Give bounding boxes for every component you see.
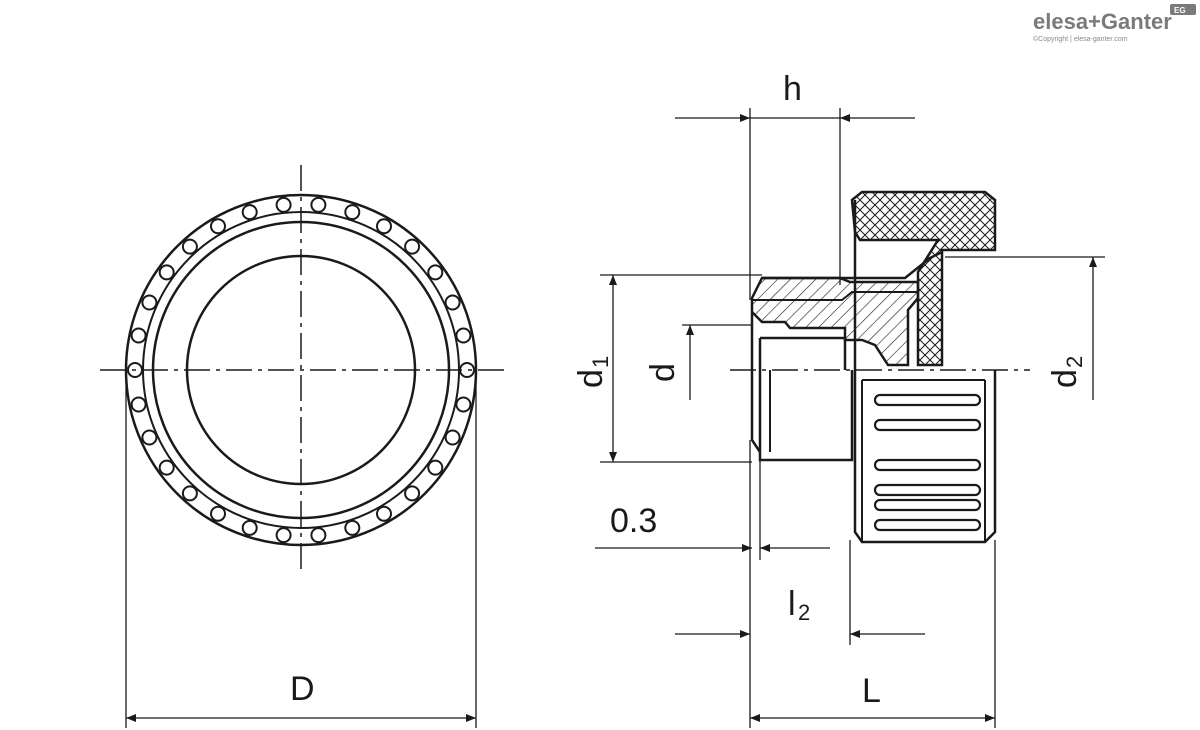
- label-D: D: [290, 670, 315, 708]
- hub-inner-edge: [752, 291, 918, 301]
- knurl-scallop: [455, 327, 472, 344]
- knurl-scallop: [141, 294, 158, 311]
- knurl-scallop: [444, 294, 461, 311]
- knurl-scallop: [427, 459, 444, 476]
- head-flute: [873, 418, 982, 432]
- knurl-scallop: [427, 264, 444, 281]
- insert-outline: [750, 312, 854, 462]
- knurl-scallop: [404, 485, 421, 502]
- knurl-scallop: [275, 196, 292, 213]
- label-gap: 0.3: [610, 502, 657, 540]
- knurl-scallop: [210, 218, 226, 235]
- front-view: [100, 165, 505, 575]
- knurl-scallop: [310, 527, 327, 544]
- dimension-h: [675, 108, 915, 300]
- knurl-scallop: [158, 459, 175, 476]
- knurl-scallops: [127, 196, 475, 544]
- dimension-gap: [595, 460, 830, 560]
- knurl-scallop: [404, 238, 421, 255]
- brand-logo: elesa+Ganter ©Copyright | elesa-ganter.c…: [1033, 4, 1196, 43]
- head-flute: [873, 518, 982, 532]
- head-flute: [873, 458, 982, 472]
- knurl-scallop: [344, 204, 361, 221]
- knurl-scallop: [459, 362, 475, 378]
- dimension-D: [125, 370, 477, 728]
- logo-badge: [1170, 4, 1196, 15]
- label-d1-sub: 1: [588, 356, 613, 368]
- insert-bore-top: [760, 336, 847, 370]
- knurl-scallop: [241, 519, 258, 536]
- label-L: L: [862, 672, 881, 710]
- knurl-scallop: [455, 396, 472, 413]
- knurl-scallop: [376, 505, 392, 522]
- knob-rim-circle: [151, 220, 451, 520]
- dimension-L: [750, 540, 996, 728]
- label-l2-sub: 2: [798, 600, 810, 625]
- hub-top-edge: [762, 250, 943, 280]
- knurl-scallop: [127, 362, 143, 378]
- head-lower-outline: [853, 370, 997, 544]
- bore-circle: [185, 254, 417, 486]
- dimension-d1: [600, 274, 762, 463]
- knurl-scallop: [130, 327, 147, 344]
- label-d1-main: d: [572, 369, 610, 388]
- label-d2: d 2: [1046, 356, 1087, 388]
- logo-copyright-text: ©Copyright | elesa-ganter.com: [1033, 35, 1128, 43]
- knurl-scallop: [310, 196, 327, 213]
- label-d1: d 1: [572, 356, 613, 388]
- head-flute: [873, 498, 982, 512]
- label-l2: l 2: [788, 585, 810, 625]
- label-d: d: [644, 363, 682, 382]
- knurl-scallop: [158, 264, 175, 281]
- logo-brand-text: elesa+Ganter: [1033, 9, 1172, 34]
- head-flute: [873, 393, 982, 407]
- dimension-l2: [675, 440, 925, 728]
- head-flute: [873, 483, 982, 497]
- dimension-d: [682, 324, 752, 400]
- knurl-scallop: [241, 204, 258, 221]
- label-d2-main: d: [1046, 369, 1084, 388]
- label-l2-main: l: [788, 585, 796, 623]
- knurl-scallop: [181, 485, 198, 502]
- knurl-scallop: [210, 505, 226, 522]
- head-flutes: [873, 393, 982, 532]
- head-shell-section: [850, 190, 997, 367]
- label-d2-sub: 2: [1062, 356, 1087, 368]
- dimension-d2: [945, 256, 1105, 400]
- side-view: [730, 190, 1030, 544]
- knurl-scallop: [181, 238, 198, 255]
- knurl-scallop: [376, 218, 392, 235]
- knurl-scallop: [344, 519, 361, 536]
- label-h: h: [783, 70, 802, 108]
- knurl-scallop: [141, 429, 158, 446]
- knurl-scallop: [275, 527, 292, 544]
- knurl-scallop: [444, 429, 461, 446]
- knurl-scallop: [130, 396, 147, 413]
- logo-badge-text: EG: [1174, 6, 1186, 15]
